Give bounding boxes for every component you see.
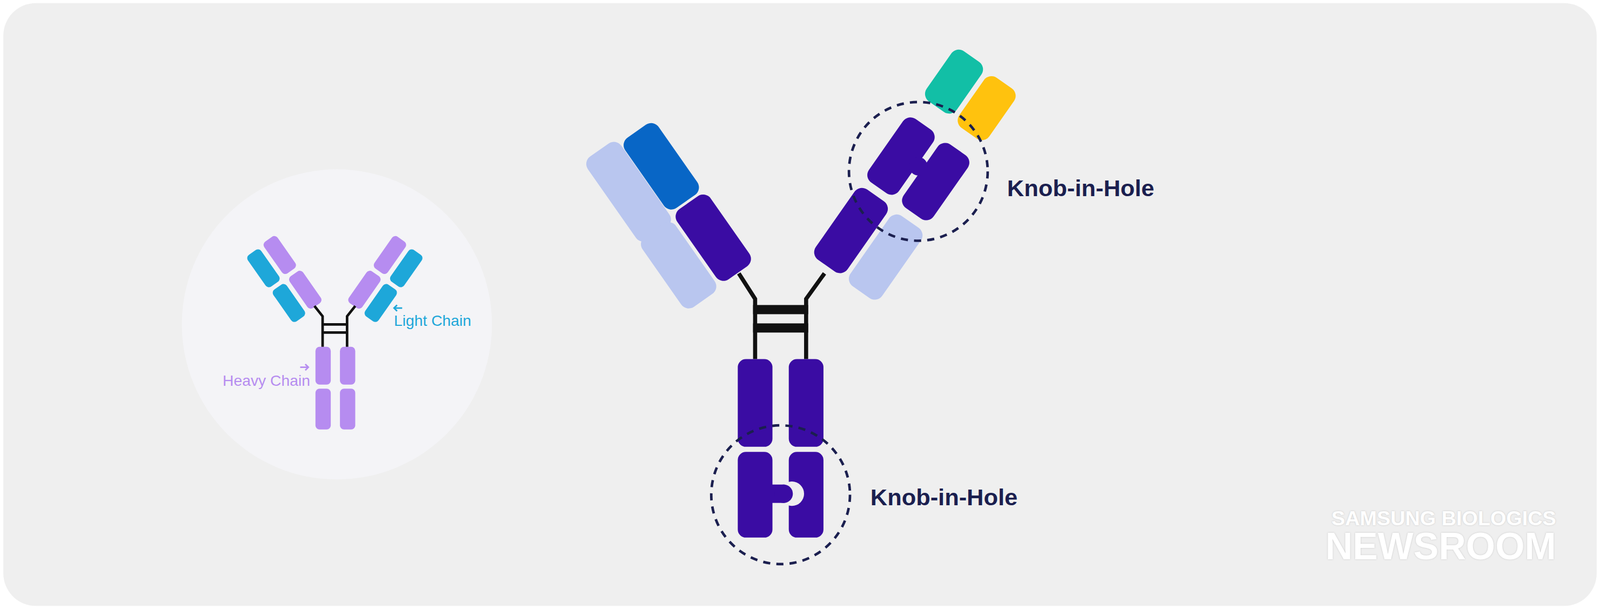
heavy-chain-pointer bbox=[299, 364, 309, 371]
background-panel bbox=[3, 3, 1597, 607]
inset-circle bbox=[182, 169, 493, 480]
watermark: NEWSROOM bbox=[1325, 525, 1557, 568]
light-chain-pointer bbox=[393, 304, 403, 311]
chain-label: Heavy Chain bbox=[222, 372, 311, 390]
chain-label: Light Chain bbox=[393, 312, 472, 330]
feature-label: Knob-in-Hole bbox=[870, 484, 1018, 511]
feature-label: Knob-in-Hole bbox=[1007, 175, 1155, 202]
small-antibody bbox=[245, 234, 425, 430]
bispecific-antibody bbox=[582, 45, 1020, 565]
